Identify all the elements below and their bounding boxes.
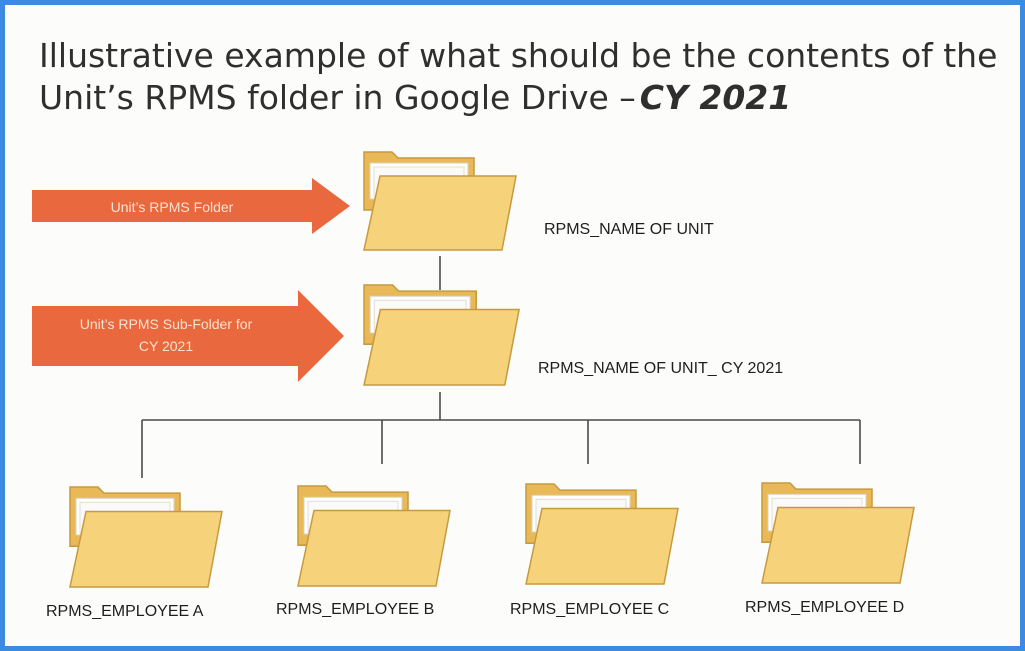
folder-sub-icon [363,284,520,386]
callout-label-sub-line2: CY 2021 [139,338,193,354]
folder-employee-c-icon [525,483,679,585]
callout-label-root: Unit’s RPMS Folder [111,199,234,215]
node-label-root: RPMS_NAME OF UNIT [544,221,714,238]
folder-employee-b-icon [297,485,451,587]
folder-employee-d-icon [761,482,915,584]
title-year: CY 2021 [639,78,792,117]
node-label-sub: RPMS_NAME OF UNIT_ CY 2021 [538,360,783,377]
callout-arrow-root: Unit’s RPMS Folder [32,178,350,234]
title-text: Illustrative example of what should be t… [39,36,998,117]
node-label-employee-b: RPMS_EMPLOYEE B [276,601,434,618]
callout-arrow-sub: Unit’s RPMS Sub-Folder for CY 2021 [32,290,344,382]
page-title: Illustrative example of what should be t… [39,35,1019,119]
connector-lines [141,256,861,478]
node-label-employee-d: RPMS_EMPLOYEE D [745,599,904,616]
node-label-employee-c: RPMS_EMPLOYEE C [510,601,669,618]
node-label-employee-a: RPMS_EMPLOYEE A [46,603,204,620]
folder-employee-a-icon [69,486,223,588]
folder-root-icon [363,151,517,251]
callout-label-sub-line1: Unit’s RPMS Sub-Folder for [80,316,253,332]
